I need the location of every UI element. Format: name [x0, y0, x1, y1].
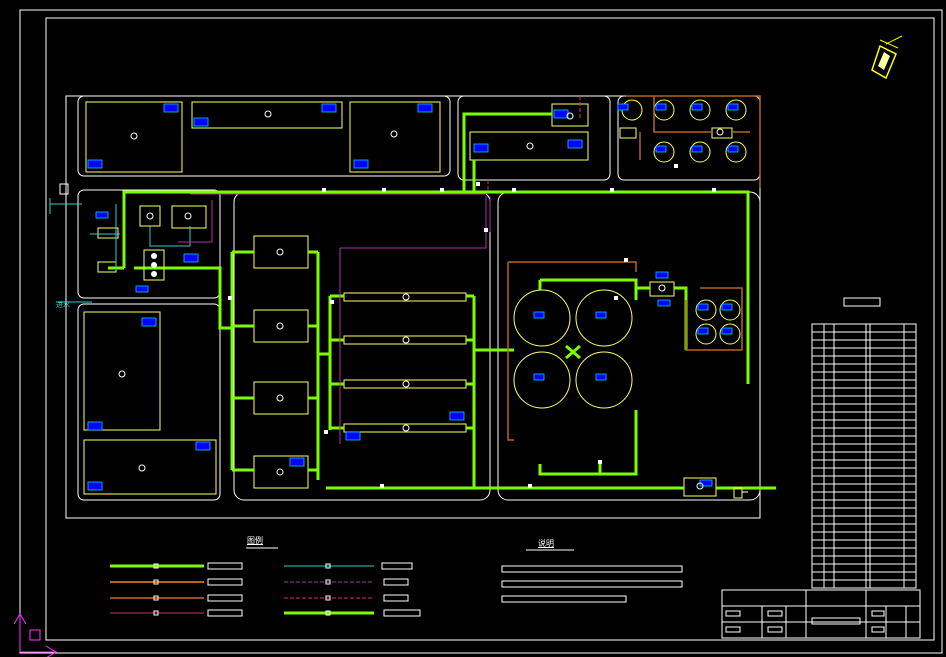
water-pipes — [49, 198, 191, 303]
notes-title: 说明 — [538, 539, 554, 548]
drain-pipes — [178, 193, 491, 444]
sludge-pipes — [507, 95, 761, 441]
overflow-pipes — [487, 96, 581, 190]
drawing-frame — [19, 9, 943, 654]
notes-block — [501, 549, 683, 603]
ucs-axis-icon — [13, 613, 57, 657]
equipment-schedule-table — [811, 297, 917, 589]
outlet-icon — [733, 487, 748, 499]
unit-markers — [118, 110, 724, 490]
legend-title: 图例 — [247, 536, 263, 545]
legend — [110, 547, 421, 617]
equipment-tags — [87, 103, 739, 491]
title-block — [721, 589, 921, 639]
main-pipes — [108, 112, 776, 490]
pump-skid — [143, 249, 165, 281]
north-arrow-icon — [871, 35, 903, 80]
inlet-label: 进水 — [56, 301, 70, 309]
site-zones — [77, 95, 761, 501]
pipe-markers — [228, 164, 716, 488]
inlet-icon — [59, 183, 69, 195]
